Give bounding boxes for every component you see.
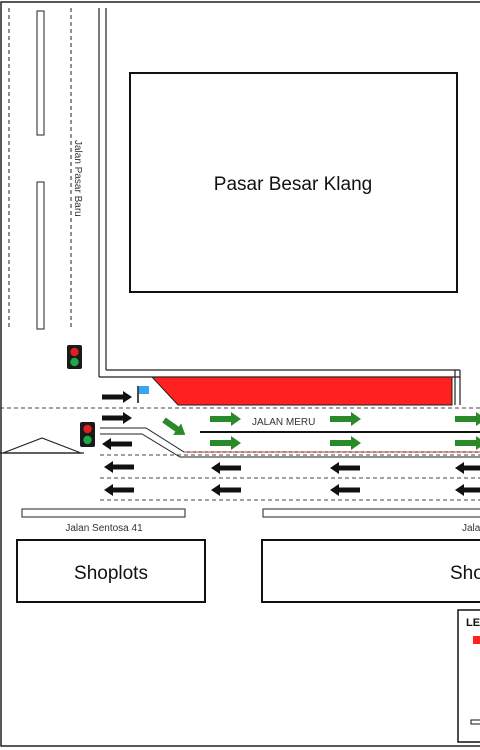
arrow-icon [210, 412, 241, 426]
market-building [129, 72, 458, 293]
road-jalan-meru [0, 407, 480, 501]
arrow-icon [102, 438, 132, 450]
sidewalk-right [262, 508, 480, 518]
arrow-icon [104, 484, 134, 496]
shoplots-left [16, 539, 206, 603]
arrow-icon [330, 462, 360, 474]
arrow-icon [210, 436, 241, 450]
arrow-icon [330, 484, 360, 496]
shoplots-right-label: Sho [450, 563, 480, 584]
legend: LE [457, 609, 480, 743]
arrow-icon [455, 484, 480, 496]
red-zone [150, 376, 453, 406]
legend-red-swatch [473, 636, 480, 644]
road-label-jalan-sentosa-41: Jalan Sentosa 41 [65, 523, 143, 534]
road-jalan-pasar-baru: Jalan Pasar Baru [8, 8, 83, 330]
shoplots-left-label: Shoplots [74, 563, 148, 584]
arrow-icon [102, 391, 132, 403]
arrow-icon [211, 462, 241, 474]
arrow-icon [455, 436, 480, 450]
road-median-top [36, 10, 45, 136]
sidewalk-left [21, 508, 186, 518]
road-median-bottom [36, 181, 45, 330]
road-triangle [2, 437, 82, 454]
arrow-icon [211, 484, 241, 496]
traffic-light-icon [80, 422, 95, 447]
arrow-icon [104, 461, 134, 473]
shoplots-right [261, 539, 480, 603]
road-label-jalan-meru: JALAN MERU [252, 417, 315, 428]
arrow-icon [162, 417, 186, 435]
flag-icon [137, 386, 149, 403]
traffic-light-icon [67, 345, 82, 369]
arrow-icon [330, 436, 361, 450]
arrow-icon [455, 462, 480, 474]
arrow-icon [102, 412, 132, 424]
market-label: Pasar Besar Klang [214, 174, 372, 195]
arrow-icon [455, 412, 480, 426]
road-label-jalan-sentosa-right: Jala [462, 523, 480, 534]
legend-swatch [470, 719, 480, 725]
legend-title: LE [466, 617, 480, 629]
road-label-jalan-pasar-baru: Jalan Pasar Baru [72, 140, 83, 217]
arrow-icon [330, 412, 361, 426]
